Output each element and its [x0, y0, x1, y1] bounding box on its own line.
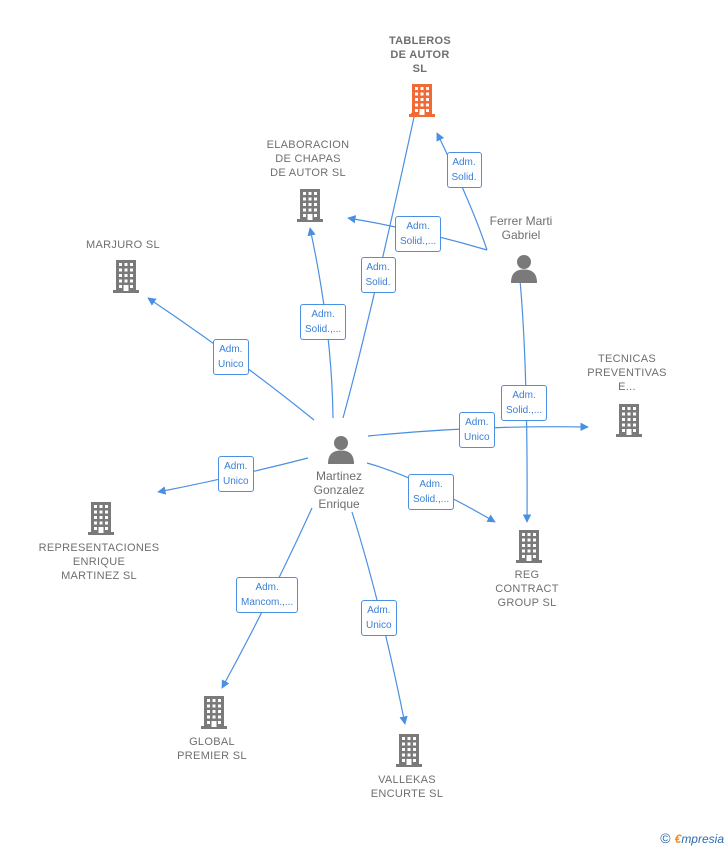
person-icon-ferrer[interactable]	[509, 253, 539, 288]
edge-label-ferrer-to-reg[interactable]: Adm. Solid.,...	[501, 385, 548, 421]
building-icon-vallekas[interactable]	[393, 733, 425, 772]
edge-label-martinez-to-representaciones[interactable]: Adm. Unico	[218, 456, 254, 492]
brand-e: €	[674, 832, 682, 846]
node-label-reg[interactable]: REG CONTRACT GROUP SL	[495, 569, 559, 609]
building-icon-global[interactable]	[198, 695, 230, 734]
building-icon-marjuro[interactable]	[110, 259, 142, 298]
edge-label-ferrer-to-elaboracion[interactable]: Adm. Solid.,...	[395, 216, 442, 252]
edge-label-martinez-to-tecnicas[interactable]: Adm. Unico	[459, 412, 495, 448]
node-label-tecnicas[interactable]: TECNICAS PREVENTIVAS E...	[587, 353, 667, 393]
building-icon-tableros[interactable]	[406, 83, 438, 122]
building-icon-elaboracion[interactable]	[294, 188, 326, 227]
node-label-vallekas[interactable]: VALLEKAS ENCURTE SL	[370, 774, 444, 800]
node-label-marjuro[interactable]: MARJURO SL	[86, 239, 160, 251]
node-label-global[interactable]: GLOBAL PREMIER SL	[177, 736, 247, 762]
edge-label-martinez-to-marjuro[interactable]: Adm. Unico	[213, 339, 249, 375]
edge-label-martinez-to-vallekas[interactable]: Adm. Unico	[361, 600, 397, 636]
building-icon-reg[interactable]	[513, 529, 545, 568]
edge-ferrer-to-tableros	[436, 132, 488, 251]
building-icon-tecnicas[interactable]	[613, 403, 645, 442]
brand-name: mpresia	[681, 832, 724, 846]
person-icon-martinez[interactable]	[326, 434, 356, 469]
node-label-ferrer[interactable]: Ferrer Marti Gabriel	[489, 214, 553, 242]
building-icon-representaciones[interactable]	[85, 501, 117, 540]
edge-label-martinez-to-tableros[interactable]: Adm. Solid.	[360, 257, 396, 293]
edge-label-ferrer-to-tableros[interactable]: Adm. Solid.	[446, 152, 482, 188]
node-label-martinez[interactable]: Martinez Gonzalez Enrique	[313, 469, 365, 511]
node-label-representaciones[interactable]: REPRESENTACIONES ENRIQUE MARTINEZ SL	[38, 542, 160, 582]
edge-label-martinez-to-elaboracion[interactable]: Adm. Solid.,...	[300, 304, 347, 340]
node-label-elaboracion[interactable]: ELABORACION DE CHAPAS DE AUTOR SL	[266, 139, 350, 179]
copyright-icon: ©	[660, 830, 671, 846]
footer-brand: ©€mpresia	[660, 830, 724, 846]
edge-label-martinez-to-global[interactable]: Adm. Mancom.,...	[236, 577, 299, 613]
edge-label-martinez-to-reg[interactable]: Adm. Solid.,...	[408, 474, 455, 510]
node-label-tableros[interactable]: TABLEROS DE AUTOR SL	[388, 35, 452, 75]
